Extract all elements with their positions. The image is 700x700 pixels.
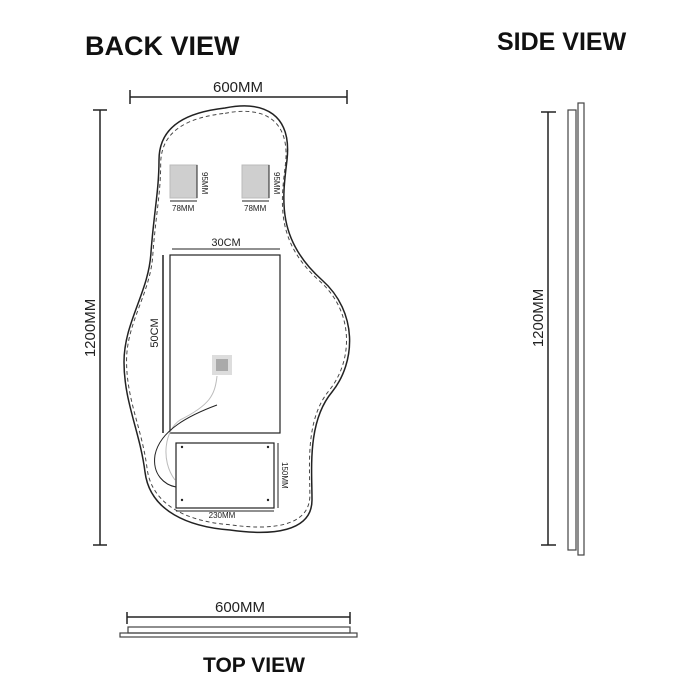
led-panel [169, 254, 281, 434]
cable-dark [154, 404, 218, 488]
panel-width-label: 30CM [211, 237, 240, 249]
bracket-right-width: 78MM [244, 204, 267, 213]
back-width-dimension [129, 90, 348, 104]
side-height-label: 1200MM [530, 289, 547, 347]
sensor-switch-core [216, 359, 228, 371]
back-height-label: 1200MM [82, 299, 99, 357]
panel-height-label: 50CM [149, 318, 161, 347]
back-height-dimension [93, 109, 107, 546]
bracket-right-height: 95MM [272, 172, 281, 195]
top-width-label: 600MM [215, 599, 265, 616]
back-view-title: BACK VIEW [85, 31, 240, 61]
top-view-title: TOP VIEW [203, 654, 305, 677]
bracket-left-height: 95MM [200, 172, 209, 195]
mirror-inner-dashed [126, 110, 347, 528]
mirror-outline [123, 105, 351, 534]
mounting-bracket-right [241, 164, 270, 202]
mounting-bracket-left [169, 164, 198, 202]
side-height-dimension [541, 111, 556, 546]
top-width-dimension [126, 612, 351, 624]
back-width-label: 600MM [213, 79, 263, 96]
cable-light [165, 375, 218, 481]
side-mirror-glass [577, 102, 585, 556]
side-view-title: SIDE VIEW [497, 28, 627, 56]
driver-box [175, 442, 275, 509]
side-mirror-back [567, 109, 577, 551]
bracket-left-width: 78MM [172, 204, 195, 213]
box-screws [180, 445, 270, 502]
top-mirror-back [127, 626, 351, 634]
top-mirror-glass [119, 632, 358, 638]
box-height-label: 150MM [280, 462, 289, 489]
box-width-label: 230MM [209, 511, 236, 520]
